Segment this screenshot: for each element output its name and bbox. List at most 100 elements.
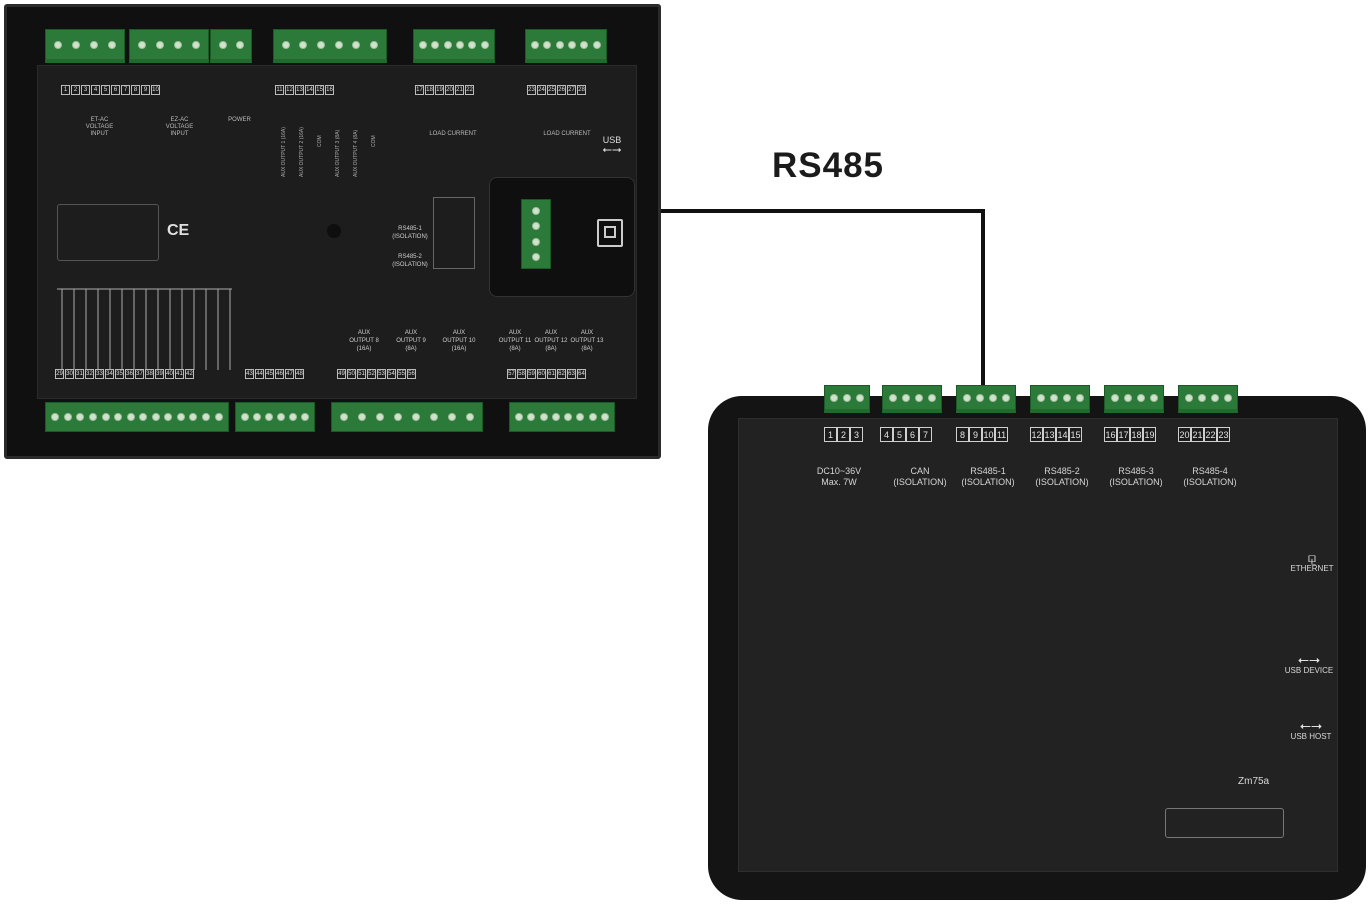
terminal-number: 29: [55, 369, 64, 379]
terminal-number: 59: [527, 369, 536, 379]
terminal-number: 56: [407, 369, 416, 379]
terminal-number: 39: [155, 369, 164, 379]
terminal-block: [525, 29, 607, 63]
terminal-block: [413, 29, 495, 63]
mounting-hole: [327, 224, 341, 238]
terminal-number: 17: [1117, 427, 1130, 442]
terminal-number: 23: [527, 85, 536, 95]
terminal-number: 60: [537, 369, 546, 379]
usb-port: USB ⭠⭢: [597, 135, 627, 156]
terminal-number: 2: [837, 427, 850, 442]
label-area: [57, 204, 159, 261]
terminal-number: 21: [455, 85, 464, 95]
terminal-block: [129, 29, 209, 63]
terminal-number: 17: [415, 85, 424, 95]
aux-output-label: COM: [317, 135, 323, 147]
rs485-1-label: RS485-1(ISOLATION): [392, 226, 428, 240]
terminal-number: 34: [105, 369, 114, 379]
terminal-number: 13: [1043, 427, 1056, 442]
terminal-number: 7: [919, 427, 932, 442]
terminal-number: 15: [315, 85, 324, 95]
terminal-block: [45, 29, 125, 63]
terminal-number: 2: [71, 85, 80, 95]
terminal-number: 6: [111, 85, 120, 95]
terminal-number: 15: [1069, 427, 1082, 442]
usb-label: USB: [602, 135, 622, 145]
terminal-number: 23: [1217, 427, 1230, 442]
usb-device-label: USB DEVICE: [1284, 666, 1334, 675]
power-label: POWER: [228, 117, 251, 123]
usb-host-label: USB HOST: [1290, 732, 1332, 741]
terminal-number: 51: [357, 369, 366, 379]
usb-b-port: [597, 219, 623, 247]
gateway-device: [708, 396, 1366, 900]
terminal-number: 8: [131, 85, 140, 95]
usb-host-port: ⭠⭢ USB HOST: [1276, 718, 1346, 741]
terminal-number: 20: [1178, 427, 1191, 442]
terminal-number: 61: [547, 369, 556, 379]
terminal-number: 49: [337, 369, 346, 379]
terminal-number: 40: [165, 369, 174, 379]
can-terminal-block: [882, 385, 942, 413]
usb-icon: ⭠⭢: [1299, 717, 1323, 733]
terminal-number: 19: [1143, 427, 1156, 442]
terminal-number: 41: [175, 369, 184, 379]
terminal-number: 42: [185, 369, 194, 379]
usb-icon: ⭠⭢: [602, 142, 622, 156]
ce-mark: CE: [167, 222, 190, 239]
terminal-number: 8: [956, 427, 969, 442]
aux-output-label: AUX OUTPUT 2 (16A): [299, 127, 305, 177]
terminal-number: 35: [115, 369, 124, 379]
terminal-number: 27: [567, 85, 576, 95]
digital-inputs-diagram: [57, 288, 232, 370]
terminal-number: 30: [65, 369, 74, 379]
terminal-number: 20: [445, 85, 454, 95]
diagram-title: RS485: [772, 146, 885, 185]
terminal-block: [45, 402, 229, 432]
rs485-4-terminal-block: [1178, 385, 1238, 413]
terminal-number: 14: [1056, 427, 1069, 442]
terminal-number: 46: [275, 369, 284, 379]
terminal-number: 16: [325, 85, 334, 95]
terminal-number: 4: [880, 427, 893, 442]
terminal-number: 4: [91, 85, 100, 95]
terminal-number: 5: [893, 427, 906, 442]
terminal-number: 1: [824, 427, 837, 442]
terminal-number: 6: [906, 427, 919, 442]
terminal-number: 22: [1204, 427, 1217, 442]
terminal-number: 10: [151, 85, 160, 95]
terminal-number: 45: [265, 369, 274, 379]
terminal-number: 14: [305, 85, 314, 95]
terminal-number: 63: [567, 369, 576, 379]
power-terminal-block: [824, 385, 870, 413]
rs485-3-label: RS485-3 (ISOLATION): [1109, 466, 1163, 487]
terminal-number: 24: [537, 85, 546, 95]
ethernet-icon: ⚼: [1307, 549, 1317, 565]
aux-output-label: AUX OUTPUT 1 (16A): [281, 127, 287, 177]
usb-device-port: ⭠⭢ USB DEVICE: [1272, 652, 1346, 675]
terminal-number: 12: [1030, 427, 1043, 442]
terminal-block: [331, 402, 483, 432]
terminal-number: 31: [75, 369, 84, 379]
terminal-number: 55: [397, 369, 406, 379]
rs485-terminal-block: [521, 199, 551, 269]
terminal-number: 53: [377, 369, 386, 379]
terminal-number: 21: [1191, 427, 1204, 442]
rs485-pin-map: [433, 197, 475, 269]
terminal-number: 48: [295, 369, 304, 379]
aux-output-label: AUX OUTPUT 4 (8A): [353, 129, 359, 177]
terminal-number: 18: [425, 85, 434, 95]
terminal-number: 1: [61, 85, 70, 95]
usb-icon: ⭠⭢: [1297, 651, 1321, 667]
